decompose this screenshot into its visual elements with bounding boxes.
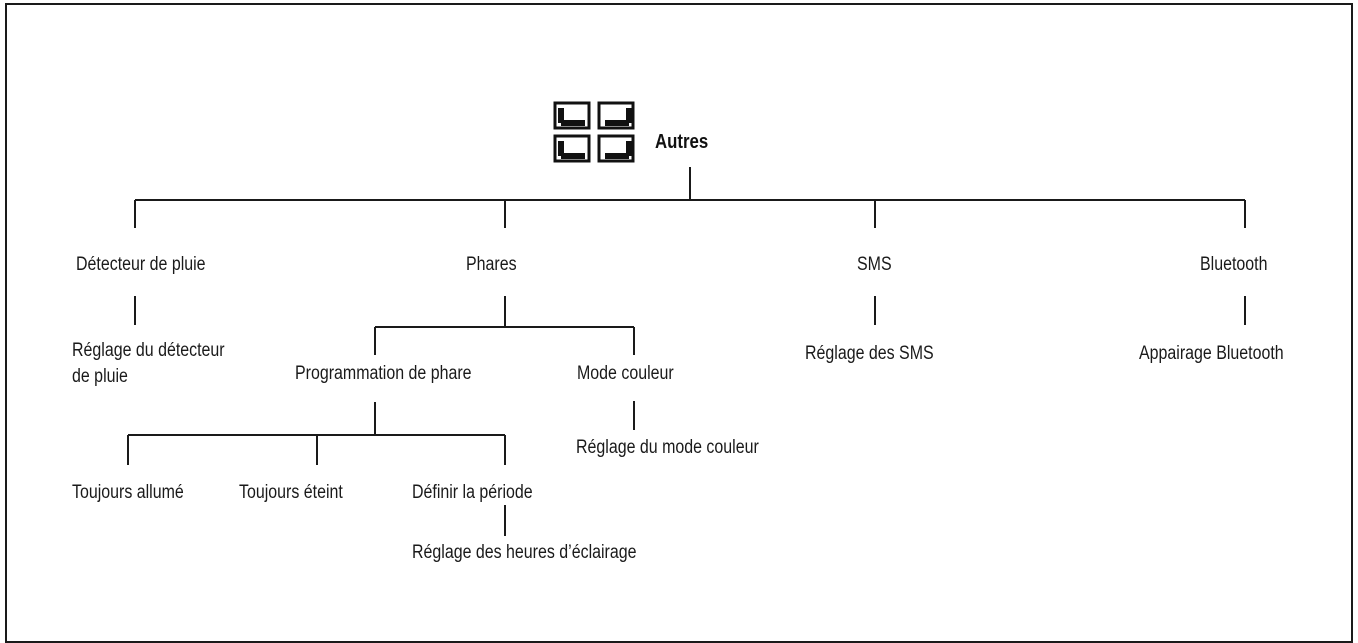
root-label: Autres xyxy=(655,131,709,153)
node-toujours-eteint: Toujours éteint xyxy=(239,482,343,503)
node-appairage-bluetooth: Appairage Bluetooth xyxy=(1139,343,1284,364)
node-mode-couleur: Mode couleur xyxy=(577,363,674,384)
node-definir-la-periode: Définir la période xyxy=(412,482,533,503)
node-phares: Phares xyxy=(466,254,517,275)
node-reglage-detecteur-line2: de pluie xyxy=(72,366,128,387)
grid-four-squares-icon xyxy=(553,101,635,163)
node-detecteur-de-pluie: Détecteur de pluie xyxy=(76,254,206,275)
node-reglage-detecteur-line1: Réglage du détecteur xyxy=(72,340,225,361)
node-toujours-allume: Toujours allumé xyxy=(72,482,184,503)
node-sms: SMS xyxy=(857,254,892,275)
node-reglage-sms: Réglage des SMS xyxy=(805,343,934,364)
node-reglage-heures-eclairage: Réglage des heures d’éclairage xyxy=(412,542,637,563)
node-programmation-de-phare: Programmation de phare xyxy=(295,363,472,384)
node-bluetooth: Bluetooth xyxy=(1200,254,1268,275)
node-reglage-mode-couleur: Réglage du mode couleur xyxy=(576,437,759,458)
